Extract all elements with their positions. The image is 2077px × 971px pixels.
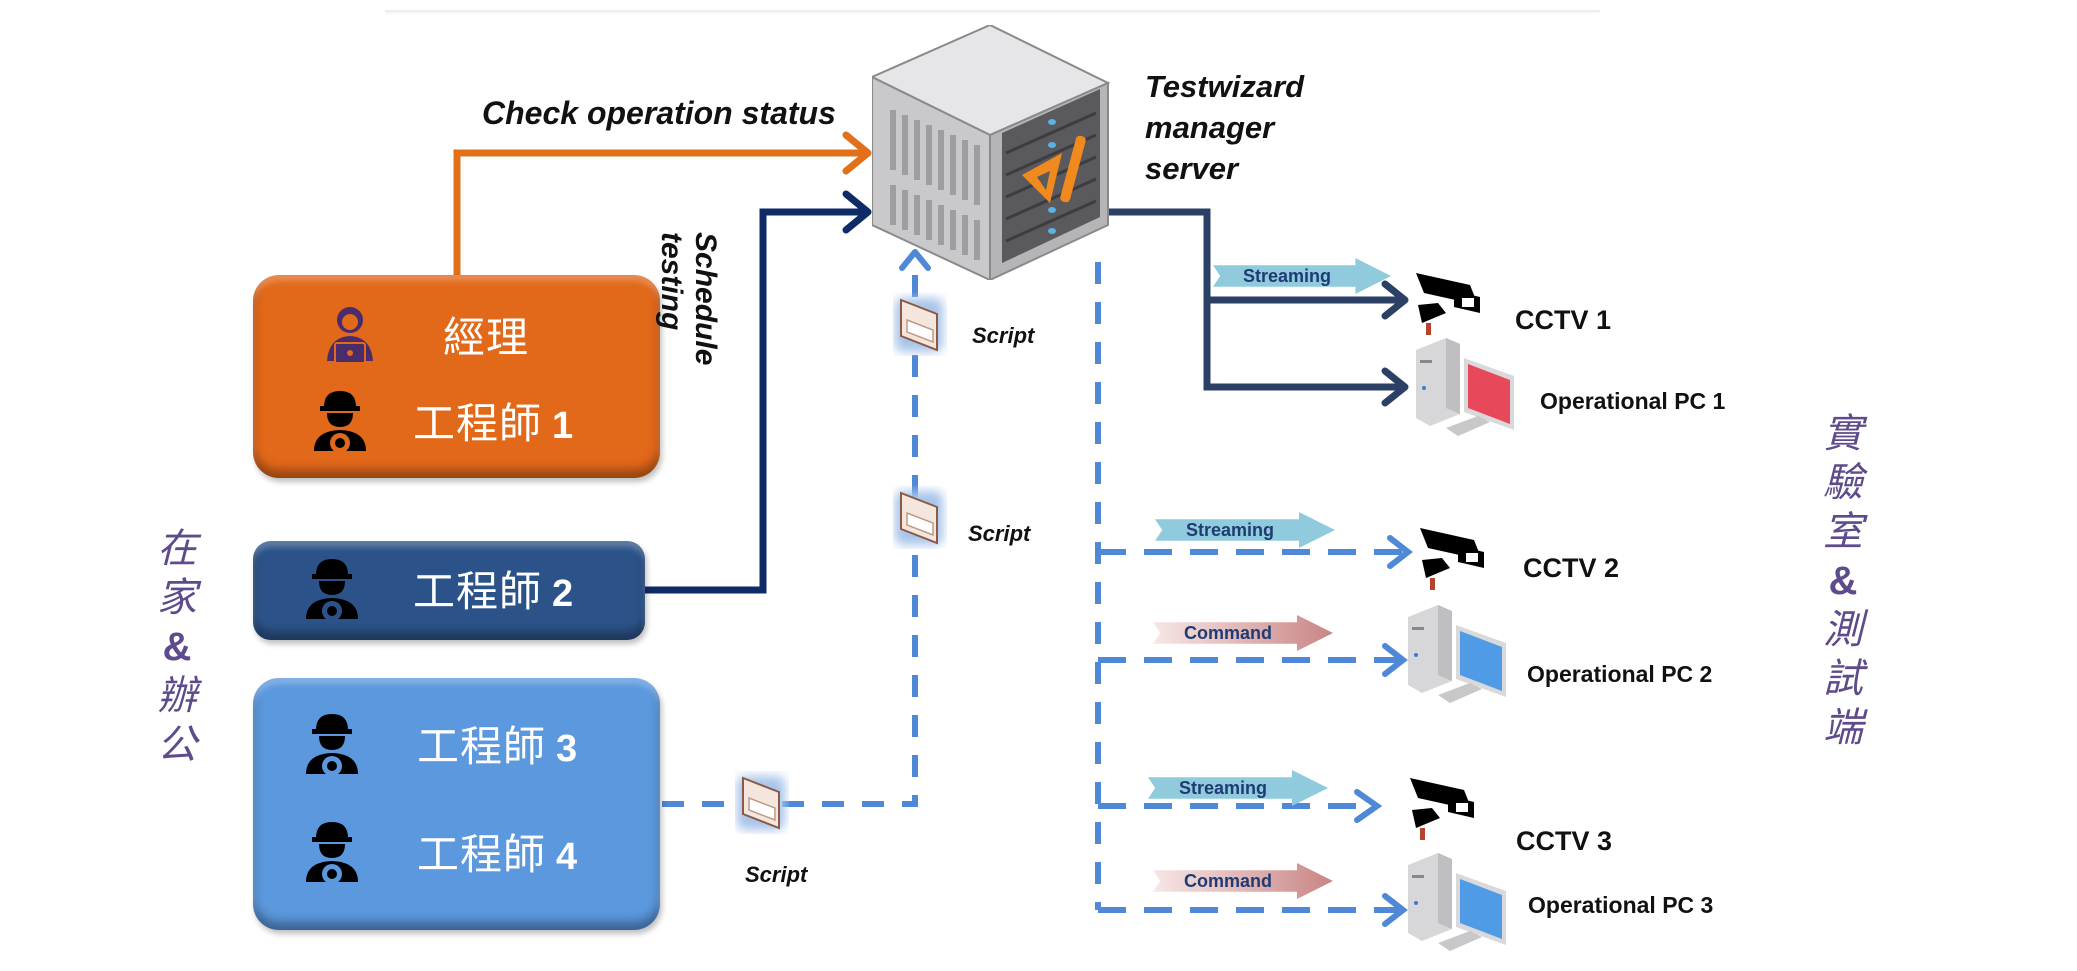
- operational-pc-icon: [1410, 330, 1520, 450]
- engineer-icon: [305, 383, 375, 457]
- operational-pc-label: Operational PC 3: [1528, 892, 1714, 918]
- cctv-label: CCTV 1: [1515, 305, 1612, 335]
- label-char: 家: [157, 575, 197, 621]
- label-char: 辦: [157, 673, 197, 719]
- operational-pc-label: Operational PC 2: [1527, 661, 1713, 687]
- label-char: 測: [1823, 607, 1863, 653]
- script-label: Script: [968, 521, 1031, 546]
- testwizard-logo-icon: [1022, 135, 1086, 203]
- script-file-icon: [735, 770, 789, 839]
- schedule-testing-connector: [645, 190, 872, 594]
- label-char: 試: [1823, 656, 1863, 702]
- manager-row: 經理: [315, 297, 529, 371]
- label-char: 驗: [1823, 460, 1863, 506]
- home-office-label: 在 家 & 辦 公: [152, 525, 202, 770]
- manager-laptop-icon: [315, 297, 385, 371]
- cctv-label: CCTV 3: [1516, 826, 1613, 856]
- top-divider: [385, 10, 1600, 12]
- check-operation-status-label: Check operation status: [482, 95, 836, 131]
- check-status-connector: [453, 131, 872, 276]
- operational-pc-icon: [1402, 597, 1512, 717]
- manager-label: 經理: [443, 312, 530, 362]
- cctv-camera-icon: [1412, 520, 1492, 608]
- cctv-camera-icon: [1402, 770, 1482, 850]
- lab-test-label: 實 驗 室 & 測 試 端: [1818, 410, 1868, 753]
- server-to-lab23-connector: [1095, 262, 1413, 927]
- server-label-line: server: [1145, 151, 1239, 186]
- cctv-camera-icon: [1408, 265, 1488, 340]
- testing-word: testing: [655, 232, 688, 331]
- server-to-lab1-connector: [1108, 208, 1409, 407]
- label-char: &: [162, 625, 192, 669]
- label-char: 實: [1823, 411, 1863, 457]
- label-char: 室: [1823, 509, 1863, 555]
- script-label: Script: [745, 862, 808, 887]
- label-char: 公: [157, 722, 197, 768]
- server-label: Testwizard manager server: [1145, 66, 1304, 189]
- script-label: Script: [972, 323, 1035, 348]
- script-file-icon: [893, 485, 947, 554]
- engineer-icon: [297, 706, 367, 780]
- label-char: 端: [1823, 705, 1863, 751]
- schedule-testing-label: Schedule testing: [654, 232, 722, 365]
- operational-pc-icon: [1402, 845, 1512, 965]
- server-label-line: Testwizard: [1145, 69, 1305, 104]
- engineer-icon: [297, 814, 367, 888]
- cctv-label: CCTV 2: [1523, 553, 1620, 583]
- server-rack-icon: [869, 23, 1112, 282]
- schedule-word: Schedule: [689, 232, 722, 366]
- engineer-icon: [297, 551, 367, 625]
- operational-pc-label: Operational PC 1: [1540, 388, 1726, 414]
- label-char: &: [1828, 559, 1858, 603]
- script-file-icon: [893, 292, 947, 361]
- label-char: 在: [157, 526, 197, 572]
- server-label-line: manager: [1145, 110, 1275, 145]
